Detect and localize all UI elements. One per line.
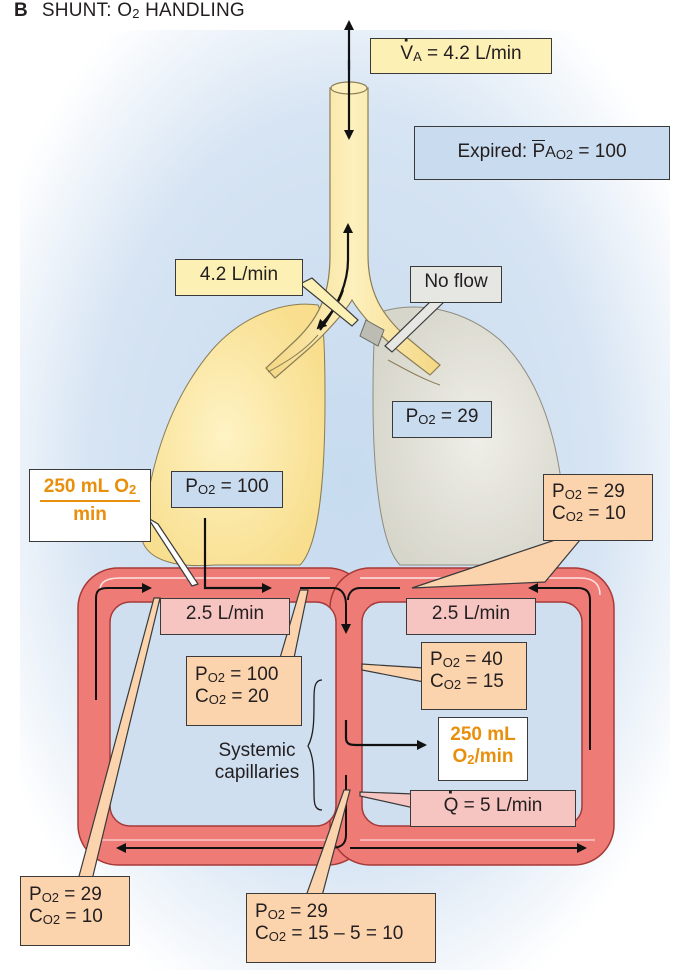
shunt-blood-gas-label: PO2 = 29 CO2 = 10 (543, 474, 653, 541)
ventilated-lung-po2-label: PO2 = 100 (171, 471, 283, 508)
leader-uptake-left (147, 517, 199, 587)
bronchus-flow-label: 4.2 L/min (175, 259, 303, 296)
venous-blood-bottom-label: PO2 = 29 CO2 = 15 – 5 = 10 (246, 893, 436, 963)
tissue-o2-uptake-label: 250 mL O2/min (438, 717, 528, 781)
venous-blood-left-label: PO2 = 29 CO2 = 10 (20, 876, 130, 946)
right-top-to-center (347, 587, 400, 601)
mixed-arterial-blood-label: PO2 = 40 CO2 = 15 (421, 642, 527, 710)
systemic-brace (307, 679, 323, 811)
left-loop-up-arrow (95, 583, 152, 700)
tissue-uptake-arrow (344, 720, 427, 750)
leader-flow-in (298, 277, 359, 327)
right-loop-top-arrow (528, 583, 591, 750)
right-flow-label: 2.5 L/min (406, 598, 536, 635)
systemic-capillaries-label: Systemic capillaries (214, 740, 300, 783)
pulmonary-o2-uptake-label: 250 mL O2 min (29, 469, 151, 542)
oxygenated-blood-label: PO2 = 100 CO2 = 20 (186, 656, 302, 726)
top-flow-to-center (300, 587, 351, 634)
bronchus-blockage (359, 319, 385, 347)
expired-po2-label: Expired: PAO2 = 100 (414, 126, 670, 180)
no-flow-label: No flow (410, 266, 502, 303)
shunt-lung-po2-label: PO2 = 29 (392, 401, 492, 438)
left-flow-label: 2.5 L/min (160, 598, 290, 635)
alveolar-ventilation-label: VA = 4.2 L/min (370, 38, 552, 74)
panel-letter: B (14, 0, 28, 21)
cardiac-output-label: Q = 5 L/min (410, 790, 576, 827)
airway (265, 87, 441, 379)
pulmonary-to-arterial-arrow (203, 518, 272, 593)
